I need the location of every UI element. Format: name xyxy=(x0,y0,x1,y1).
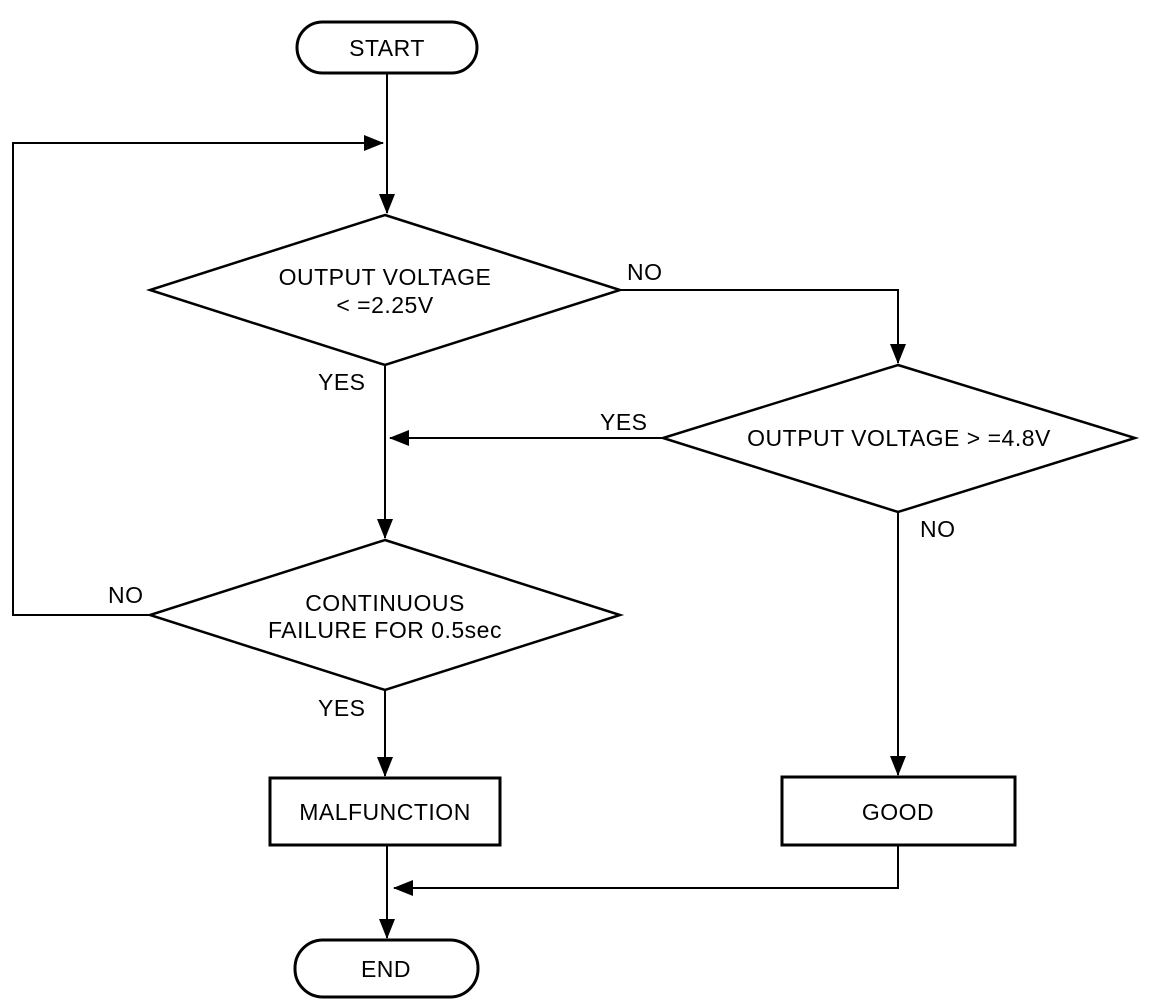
node-malfunction: MALFUNCTION xyxy=(268,776,502,847)
edge-good-to-end-merge xyxy=(393,845,899,896)
node-start: START xyxy=(295,20,479,75)
good-box-shape xyxy=(780,775,1017,847)
node-decision-voltage-high: OUTPUT VOLTAGE > =4.8V xyxy=(658,363,1140,514)
edge-label-voltage-low-yes: YES xyxy=(318,369,366,395)
decision-continuous-failure-shape xyxy=(145,538,625,692)
malfunction-label: MALFUNCTION xyxy=(299,799,471,825)
node-decision-voltage-low: OUTPUT VOLTAGE < =2.25V xyxy=(145,213,625,367)
start-label: START xyxy=(349,35,425,61)
edge-continuous-failure-no-loopback xyxy=(12,135,384,616)
decision-voltage-high-label: OUTPUT VOLTAGE > =4.8V xyxy=(747,425,1051,451)
edge-voltage-low-no-to-voltage-high xyxy=(620,289,906,364)
decision-voltage-low-shape xyxy=(145,213,625,367)
node-good: GOOD xyxy=(780,775,1017,847)
edge-label-voltage-high-no: NO xyxy=(920,516,956,542)
edge-label-voltage-low-no: NO xyxy=(627,259,663,285)
decision-voltage-high-shape xyxy=(658,363,1140,514)
end-terminator-shape xyxy=(293,938,480,999)
good-label: GOOD xyxy=(862,799,934,825)
malfunction-box-shape xyxy=(268,776,502,847)
end-label: END xyxy=(361,956,411,982)
edge-label-continuous-failure-no: NO xyxy=(108,582,144,608)
decision-continuous-failure-label-line2: FAILURE FOR 0.5sec xyxy=(268,617,502,643)
start-terminator-shape xyxy=(295,20,479,75)
node-decision-continuous-failure: CONTINUOUS FAILURE FOR 0.5sec xyxy=(145,538,625,692)
edge-label-voltage-high-yes: YES xyxy=(600,409,648,435)
node-end: END xyxy=(293,938,480,999)
edge-label-continuous-failure-yes: YES xyxy=(318,695,366,721)
decision-continuous-failure-label-line1: CONTINUOUS xyxy=(305,590,465,616)
decision-voltage-low-label-line1: OUTPUT VOLTAGE xyxy=(279,264,492,290)
decision-voltage-low-label-line2: < =2.25V xyxy=(336,292,434,318)
